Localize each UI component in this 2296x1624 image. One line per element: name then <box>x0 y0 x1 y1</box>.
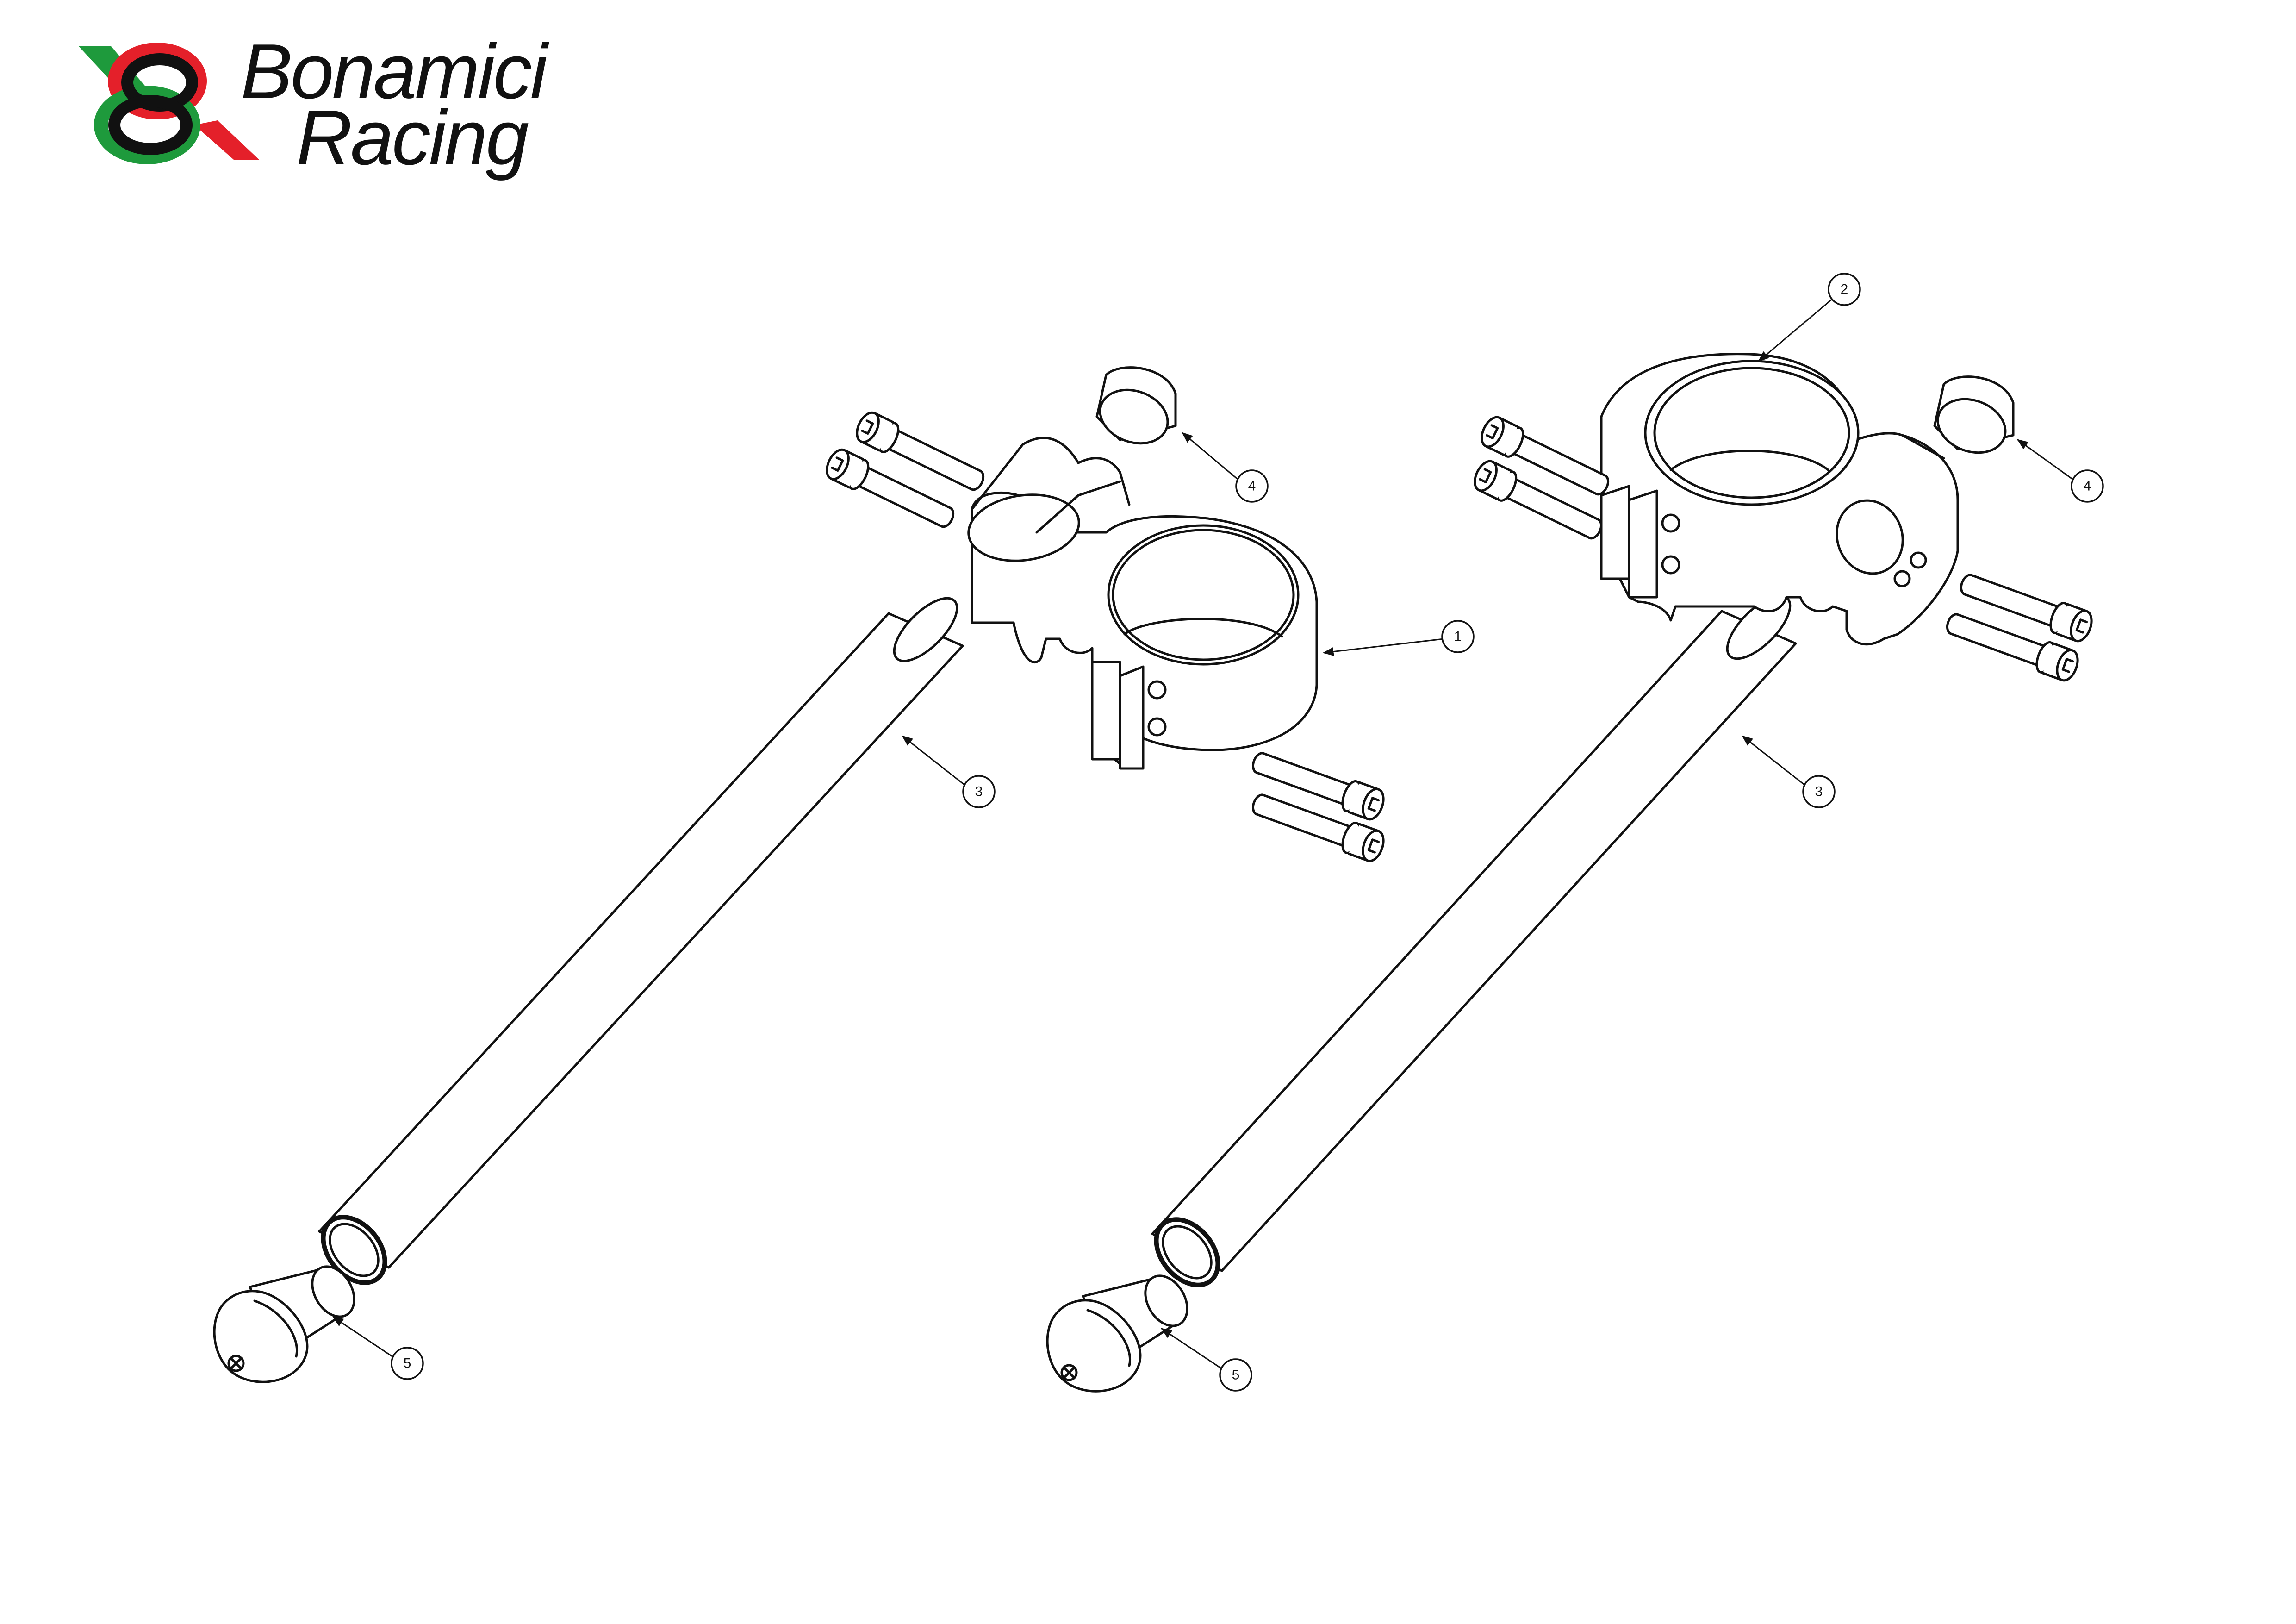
callout-left-clamp: 1 <box>1322 620 1475 656</box>
right-bar-plug <box>1933 375 2015 454</box>
callout-right-end-cap: 5 <box>1161 1328 1252 1392</box>
left-clamp <box>967 437 1318 770</box>
callout-right-clamp: 2 <box>1758 273 1861 362</box>
callout-left-plug: 4 <box>1182 432 1269 503</box>
right-assembly <box>1046 353 2095 1393</box>
brand-logo: Bonamici Racing <box>79 28 552 181</box>
right-clamp <box>1600 353 1959 646</box>
brand-name-line1: Bonamici <box>241 28 550 115</box>
callout-label: 4 <box>1248 479 1256 494</box>
brand-name-line2: Racing <box>296 94 529 181</box>
left-assembly <box>213 366 1387 1383</box>
callout-label: 4 <box>2084 479 2091 494</box>
callout-left-end-cap: 5 <box>332 1316 424 1380</box>
callout-label: 5 <box>1232 1368 1240 1383</box>
callout-label: 5 <box>404 1356 411 1371</box>
callout-label: 2 <box>1841 282 1848 297</box>
logo-red-stroke <box>194 120 259 160</box>
left-handlebar-tube <box>318 597 964 1285</box>
left-end-cap <box>213 1265 355 1383</box>
right-end-cap <box>1046 1274 1188 1393</box>
callout-label: 1 <box>1454 629 1462 644</box>
callout-right-plug: 4 <box>2017 439 2104 503</box>
callout-label: 3 <box>975 784 983 800</box>
right-handlebar-tube <box>1151 594 1797 1287</box>
callout-left-bar: 3 <box>902 735 996 808</box>
callout-label: 3 <box>1815 784 1823 800</box>
callout-right-bar: 3 <box>1742 735 1836 808</box>
left-bar-plug <box>1095 366 1177 445</box>
